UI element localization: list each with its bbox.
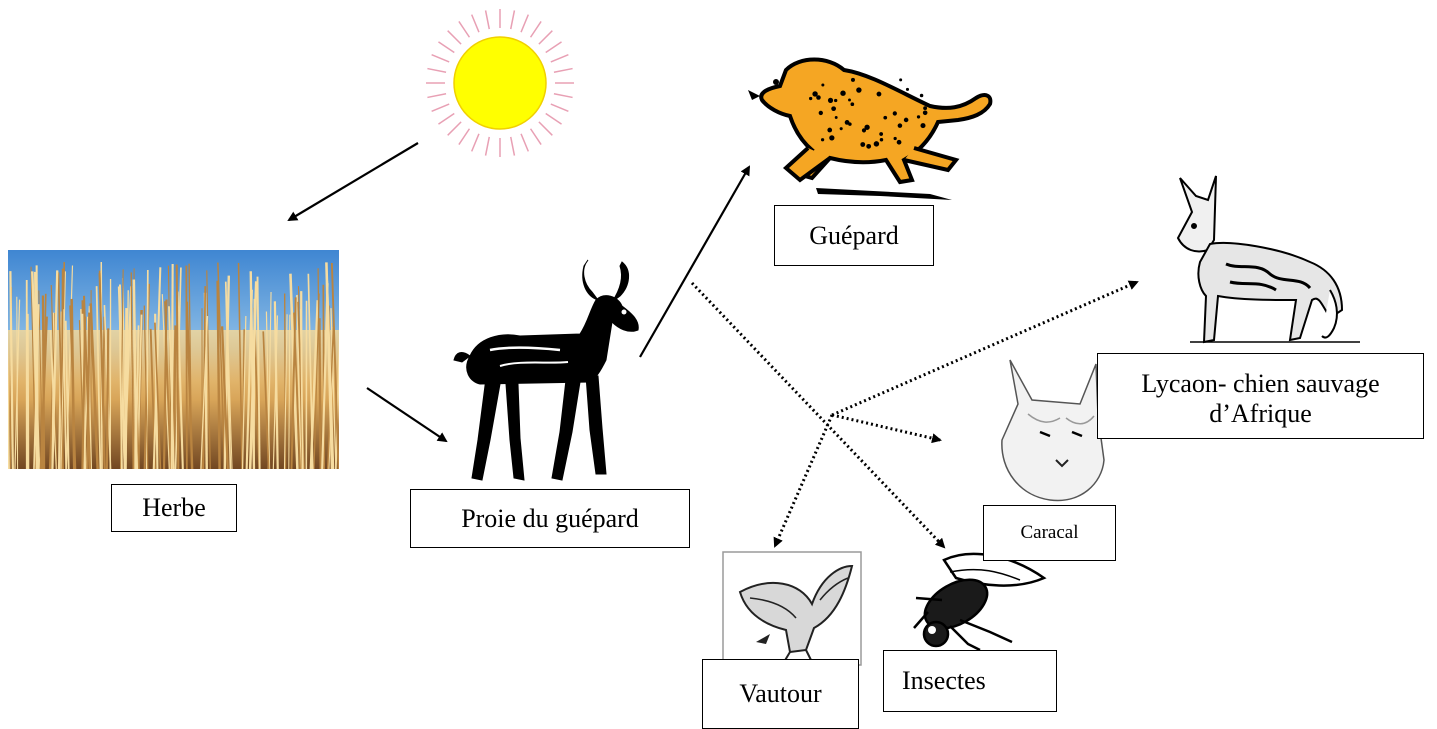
cheetah-spot bbox=[906, 88, 909, 91]
cheetah-spot bbox=[840, 127, 843, 130]
arrow-proie-caracal bbox=[692, 283, 944, 547]
sun-ray bbox=[448, 122, 461, 135]
cheetah-spot bbox=[879, 132, 883, 136]
label-insectes: Insectes bbox=[883, 650, 1057, 712]
cheetah-spot bbox=[834, 99, 837, 102]
cheetah-spot bbox=[897, 140, 902, 145]
arrow-herbe-proie bbox=[367, 388, 446, 441]
arrow-proie-carnivore bbox=[832, 415, 940, 440]
sun-ray bbox=[438, 114, 454, 125]
sun-ray bbox=[539, 31, 552, 44]
sun-ray bbox=[531, 129, 542, 145]
sun-ray bbox=[432, 104, 450, 111]
label-vautour-text: Vautour bbox=[739, 679, 821, 709]
sun-ray bbox=[459, 129, 470, 145]
sun-ray bbox=[438, 42, 454, 53]
sun-ray bbox=[472, 134, 479, 152]
sun-ray bbox=[448, 31, 461, 44]
grass-stalk bbox=[186, 266, 187, 469]
cheetah-spot bbox=[894, 137, 897, 140]
sun-ray bbox=[539, 122, 552, 135]
cheetah-spot bbox=[845, 120, 850, 125]
sun-ray bbox=[427, 94, 446, 98]
label-lycaon: Lycaon- chien sauvage d’Afrique bbox=[1097, 353, 1424, 439]
cheetah-spot bbox=[809, 97, 812, 100]
antelope-icon bbox=[454, 260, 638, 480]
label-proie-du-guepard: Proie du guépard bbox=[410, 489, 690, 548]
grass-photo bbox=[6, 250, 341, 469]
sun-ray bbox=[511, 137, 515, 156]
label-guepard: Guépard bbox=[774, 205, 934, 266]
cheetah-spot bbox=[866, 144, 871, 149]
cheetah-spot bbox=[819, 111, 823, 115]
cheetah-spot bbox=[877, 92, 882, 97]
sun-ray bbox=[472, 15, 479, 33]
cheetah-spot bbox=[828, 98, 833, 103]
cheetah-spot bbox=[850, 102, 854, 106]
cheetah-spot bbox=[835, 116, 838, 119]
cheetah-spot bbox=[862, 128, 866, 132]
cheetah-spot bbox=[829, 135, 834, 140]
cheetah-spot bbox=[874, 141, 879, 146]
cheetah-spot bbox=[827, 128, 832, 133]
vulture-icon bbox=[723, 552, 861, 665]
label-proie-text: Proie du guépard bbox=[461, 504, 639, 534]
sun-ray bbox=[486, 10, 490, 29]
sun-ray bbox=[521, 15, 528, 33]
sun-ray bbox=[459, 21, 470, 37]
sun-ray bbox=[432, 55, 450, 62]
cheetah-spot bbox=[920, 123, 925, 128]
cheetah-spot bbox=[923, 106, 927, 110]
sun-ray bbox=[427, 69, 446, 73]
cheetah-spot bbox=[920, 94, 924, 98]
wild-dog-icon bbox=[1178, 176, 1360, 342]
grass-stalk bbox=[107, 328, 108, 469]
sun-ray bbox=[521, 134, 528, 152]
sun-ray bbox=[551, 104, 569, 111]
cheetah-spot bbox=[851, 78, 855, 82]
arrows bbox=[289, 143, 1137, 547]
arrow-proie-guepard bbox=[640, 167, 749, 357]
sun-ray bbox=[546, 42, 562, 53]
cheetah-spot bbox=[856, 87, 861, 92]
fly-icon bbox=[914, 554, 1044, 650]
label-caracal: Caracal bbox=[983, 505, 1116, 561]
cheetah-spot bbox=[904, 118, 909, 123]
cheetah-spot bbox=[821, 138, 824, 141]
cheetah-spot bbox=[821, 83, 824, 86]
cheetah-icon bbox=[748, 60, 990, 201]
label-guepard-text: Guépard bbox=[809, 221, 899, 251]
sun-ray bbox=[551, 55, 569, 62]
label-herbe-text: Herbe bbox=[142, 493, 206, 523]
cheetah-spot bbox=[923, 111, 928, 116]
cheetah-spot bbox=[848, 99, 851, 102]
sun-ray bbox=[486, 137, 490, 156]
cheetah-spot bbox=[831, 106, 836, 111]
sun-ray bbox=[546, 114, 562, 125]
cheetah-spot bbox=[860, 142, 865, 147]
sun-ray bbox=[554, 69, 573, 73]
sun-ray bbox=[531, 21, 542, 37]
cheetah-spot bbox=[893, 111, 897, 115]
cheetah-spot bbox=[917, 115, 920, 118]
label-caracal-text: Caracal bbox=[1020, 522, 1078, 544]
sun-icon bbox=[426, 9, 574, 157]
label-insectes-text: Insectes bbox=[902, 666, 986, 696]
caracal-icon bbox=[1002, 360, 1104, 501]
cheetah-spot bbox=[880, 138, 883, 141]
arrow-proie-vautour bbox=[775, 415, 832, 546]
cheetah-spot bbox=[899, 78, 902, 81]
sun-ray bbox=[554, 94, 573, 98]
label-herbe: Herbe bbox=[111, 484, 237, 532]
label-lycaon-text: Lycaon- chien sauvage d’Afrique bbox=[1098, 369, 1423, 429]
cheetah-spot bbox=[898, 123, 903, 128]
cheetah-spot bbox=[816, 95, 821, 100]
label-vautour: Vautour bbox=[702, 659, 859, 729]
arrow-soleil-herbe bbox=[289, 143, 418, 220]
sun-ray bbox=[511, 10, 515, 29]
cheetah-spot bbox=[883, 116, 887, 120]
cheetah-spot bbox=[840, 90, 845, 95]
